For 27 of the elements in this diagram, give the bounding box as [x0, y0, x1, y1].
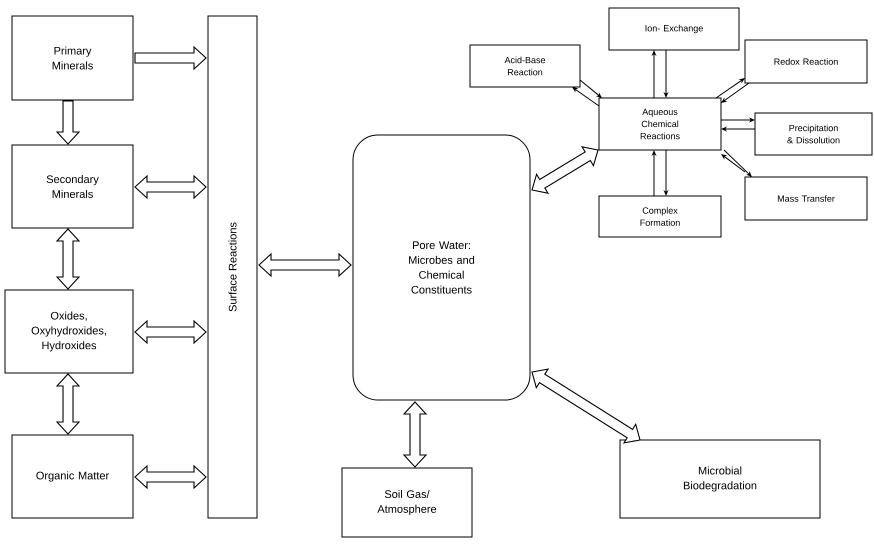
- hollow-arrow: [531, 368, 641, 444]
- process-box: Complex Formation: [598, 196, 722, 238]
- process-bar: Surface Reactions: [208, 16, 258, 518]
- hollow-arrow: [531, 146, 599, 194]
- process-box: Soil Gas/ Atmosphere: [342, 468, 472, 538]
- hollow-arrow: [402, 401, 428, 468]
- process-box: Secondary Minerals: [12, 144, 134, 228]
- process-box: Primary Minerals: [12, 16, 134, 100]
- hollow-arrow: [134, 46, 207, 70]
- hollow-arrow: [56, 100, 80, 145]
- hollow-arrow: [134, 320, 207, 344]
- process-box: Acid-Base Reaction: [470, 44, 580, 88]
- process-box: Aqueous Chemical Reactions: [598, 98, 722, 150]
- process-box: Oxides, Oxyhydroxides, Hydroxides: [4, 290, 134, 374]
- hollow-arrow: [56, 228, 80, 290]
- hollow-arrow: [56, 373, 80, 435]
- process-box: Organic Matter: [12, 434, 134, 518]
- hollow-arrow: [258, 252, 352, 278]
- rounded-box: Pore Water: Microbes and Chemical Constituents: [352, 134, 530, 400]
- arrow: [724, 150, 752, 177]
- process-box: Precipitation & Dissolution: [754, 112, 872, 156]
- process-box: Microbial Biodegradation: [620, 440, 820, 518]
- process-box: Ion- Exchange: [608, 8, 740, 50]
- process-box: Mass Transfer: [744, 176, 868, 220]
- hollow-arrow: [134, 174, 207, 200]
- hollow-arrow: [134, 464, 207, 490]
- process-box: Redox Reaction: [744, 40, 868, 84]
